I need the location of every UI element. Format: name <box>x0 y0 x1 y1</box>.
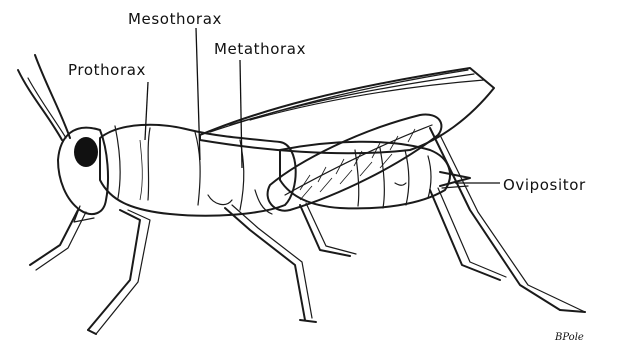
hind-tibia <box>430 128 585 312</box>
rear-leg-2 <box>430 188 506 280</box>
middle-leg <box>225 205 316 322</box>
front-leg <box>88 210 150 334</box>
metathorax-label: Metathorax <box>214 40 306 58</box>
artist-signature: BPole <box>554 332 584 343</box>
far-hind-leg <box>300 203 356 256</box>
mesothorax-label: Mesothorax <box>128 10 222 28</box>
ovipositor-label: Ovipositor <box>503 176 586 194</box>
metathorax-leader <box>240 60 242 168</box>
antennae <box>18 55 70 140</box>
front-leg-far <box>30 210 86 270</box>
compound-eye <box>74 137 98 167</box>
thorax <box>100 125 296 216</box>
hind-femur <box>268 115 442 211</box>
prothorax-label: Prothorax <box>68 61 146 79</box>
prothorax-leader <box>145 82 148 140</box>
